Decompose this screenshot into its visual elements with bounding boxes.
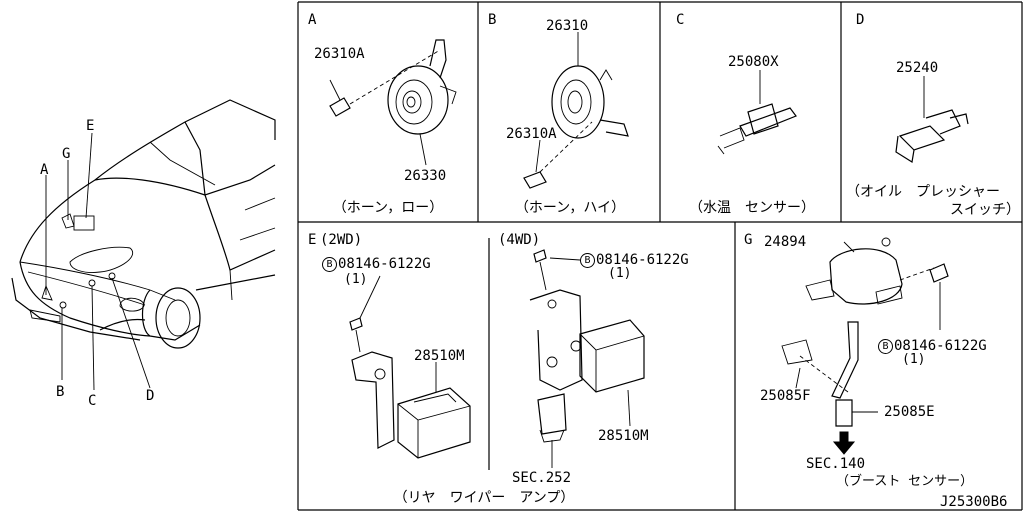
oil-pressure-switch-drawing [895,76,969,163]
bolt-4wd-part-number: 08146-6122G [596,252,689,268]
diagram-id: J25300B6 [940,494,1008,510]
part-number-25085e: 25085E [884,404,935,420]
car-front-view [11,99,276,391]
callout-e: E [86,118,95,134]
panel-e-2wd-label: (2WD) [320,232,363,248]
panel-e-letter: E [308,232,317,248]
callout-d: D [146,388,155,404]
panel-g-letter: G [744,232,753,248]
bolt-symbol-g: B [878,339,893,354]
water-temp-sensor-drawing [717,70,797,155]
callout-c: C [88,393,97,409]
relay-2wd-part-number: 28510M [414,348,465,364]
part-number-26310a-right: 26310A [506,126,557,142]
panel-d-letter: D [856,12,865,28]
bolt-2wd-part-number: 08146-6122G [338,256,431,272]
bolt-4wd-qty: (1) [608,266,632,281]
panel-b-caption: （ホーン，ハイ） [514,200,626,216]
boost-sensor-drawing [781,237,949,455]
part-number-24894: 24894 [764,234,807,250]
part-number-25240: 25240 [896,60,939,76]
part-number-26310a-left: 26310A [314,46,365,62]
panel-c-letter: C [676,12,685,28]
panel-a-letter: A [308,12,317,28]
sec-140-reference: SEC.140 [806,456,866,472]
rear-wiper-amp-2wd-drawing [349,275,471,459]
panel-d-caption-line2: スイッチ） [950,202,1020,218]
callout-g: G [62,146,71,162]
panel-e-4wd-label: (4WD) [498,232,541,248]
panel-d-caption-line1: （オイル プレッシャー [846,184,1000,200]
part-number-25080x: 25080X [728,54,779,70]
horn-low-drawing [329,39,457,166]
part-number-26310: 26310 [546,18,589,34]
panel-e-caption: （リヤ ワイパー アンプ） [393,490,575,506]
bolt-g-part-number: 08146-6122G [894,338,987,354]
bolt-g-qty: (1) [902,352,926,367]
part-number-26330: 26330 [404,168,447,184]
panel-c-caption: （水温 センサー） [689,200,815,216]
panel-a-caption: （ホーン，ロー） [332,200,444,216]
panel-borders [297,1,1023,511]
panel-b-letter: B [488,12,497,28]
sec-252-reference: SEC.252 [512,470,572,486]
bolt-symbol-2wd: B [322,257,337,272]
relay-4wd-part-number: 28510M [598,428,649,444]
callout-a: A [40,162,49,178]
rear-wiper-amp-4wd-drawing [529,249,645,468]
part-number-25085f: 25085F [760,388,811,404]
callout-b: B [56,384,65,400]
bolt-symbol-4wd: B [580,253,595,268]
horn-high-drawing [523,32,629,189]
bolt-2wd-qty: (1) [344,272,368,287]
panel-g-caption: （ブースト センサー） [836,474,974,489]
